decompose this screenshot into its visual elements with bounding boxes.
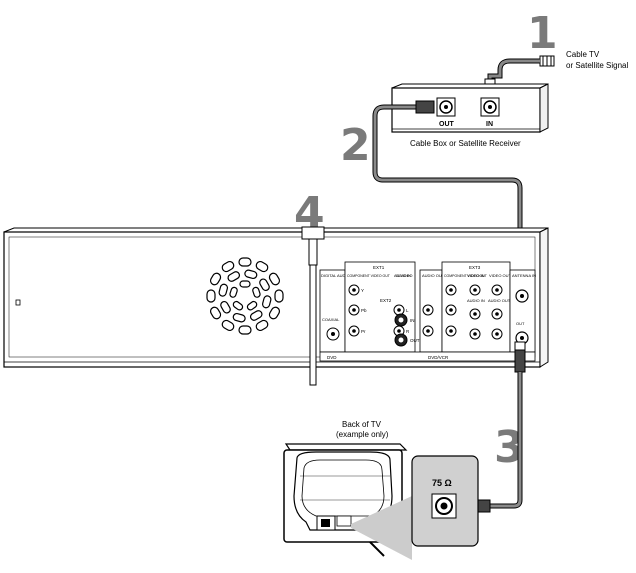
audio-in-label: AUDIO IN [394, 274, 411, 278]
s-video-out-jack [394, 333, 408, 347]
dvd-vcr-label: DVD/VCR [428, 355, 449, 360]
cable-3 [488, 372, 522, 508]
audio-in-2-label: AUDIO IN [467, 298, 485, 303]
antenna-in-label: ANTENNA IN [512, 273, 536, 278]
box-in-jack [480, 97, 500, 117]
back-of-tv-label: Back of TV [342, 420, 382, 429]
audio-out-2-label: AUDIO OUT [488, 298, 511, 303]
cable-3-plug-tip [514, 341, 526, 351]
s-video-out-label: OUT [410, 338, 420, 343]
video-out-label: VIDEO OUT [489, 273, 512, 278]
cable-3-plug-recorder [514, 349, 526, 373]
dvd-label: DVD [327, 355, 337, 360]
ext3-y-jack [445, 284, 457, 296]
cable-2 [373, 105, 522, 235]
tv-power-cord [369, 541, 385, 557]
fan-vent [206, 257, 284, 335]
box-out-jack [436, 97, 456, 117]
ext3-audio-out-l-jack [491, 308, 503, 320]
ohm-label: 75 Ω [432, 478, 452, 488]
y-label: Y [361, 288, 364, 293]
audio-out-r-jack [422, 325, 434, 337]
ext1-pr-jack [348, 325, 360, 337]
s-video-in-jack [394, 313, 408, 327]
l-label: L [406, 308, 409, 313]
ext3-audio-in-l-jack [469, 308, 481, 320]
ext1-label: EXT1 [373, 265, 385, 270]
signal-cable-outline [487, 58, 540, 86]
box-in-label: IN [486, 121, 493, 128]
video-in-jack [469, 284, 481, 296]
ext3-pb-jack [445, 304, 457, 316]
ext2-label: EXT2 [380, 298, 392, 303]
antenna-out-jack [515, 331, 529, 345]
antenna-in-jack [515, 289, 529, 303]
pb-label: Pb [361, 308, 367, 313]
power-cord [301, 226, 325, 386]
coaxial-label: COAXIAL [322, 317, 340, 322]
cable-box-label: Cable Box or Satellite Receiver [410, 139, 521, 148]
step-number-1: 1 [527, 8, 558, 59]
ext3-audio-out-r-jack [491, 328, 503, 340]
step-number-2: 2 [340, 120, 371, 171]
satellite-signal-label: or Satellite Signal [566, 61, 628, 70]
cable-tv-label: Cable TV [566, 50, 600, 59]
ext3-audio-in-r-jack [469, 328, 481, 340]
zoom-callout [351, 496, 412, 560]
component-video-out-2-label: COMPONENT VIDEO OUT [444, 274, 488, 278]
coaxial-jack [326, 327, 340, 341]
ext3-pr-jack [445, 325, 457, 337]
ext1-audio-l-jack [393, 304, 405, 316]
ext1-y-jack [348, 284, 360, 296]
panel-bottom-strip [319, 351, 536, 362]
r-label: R [406, 329, 410, 334]
example-only-label: (example only) [336, 430, 389, 439]
video-out-jack [491, 284, 503, 296]
ext1-pb-jack [348, 304, 360, 316]
rear-panel: DIGITAL AUDIO OUT COAXIAL EXT1 COMPONENT… [319, 261, 536, 362]
antenna-out-label: OUT [516, 321, 525, 326]
tv-antenna-port-jack [321, 519, 330, 527]
ext3-label: EXT3 [469, 265, 481, 270]
signal-cable [488, 59, 540, 86]
video-in-label: VIDEO IN [467, 273, 485, 278]
ext1-audio-r-jack [393, 325, 405, 337]
component-video-out-label: COMPONENT VIDEO OUT [347, 274, 391, 278]
cable-2-plug-box [415, 100, 435, 114]
audio-out-l-jack [422, 304, 434, 316]
pr-label: Pr [361, 329, 366, 334]
audio-out-label: AUDIO OUT [422, 273, 445, 278]
s-video-in-label: IN [410, 318, 415, 323]
cable-signal-plug [539, 55, 555, 67]
s-video-label: S-VIDEO [396, 273, 412, 278]
box-out-label: OUT [439, 121, 455, 128]
digital-audio-out-label: DIGITAL AUDIO OUT [321, 273, 360, 278]
tv-75-ohm-jack [431, 493, 457, 519]
